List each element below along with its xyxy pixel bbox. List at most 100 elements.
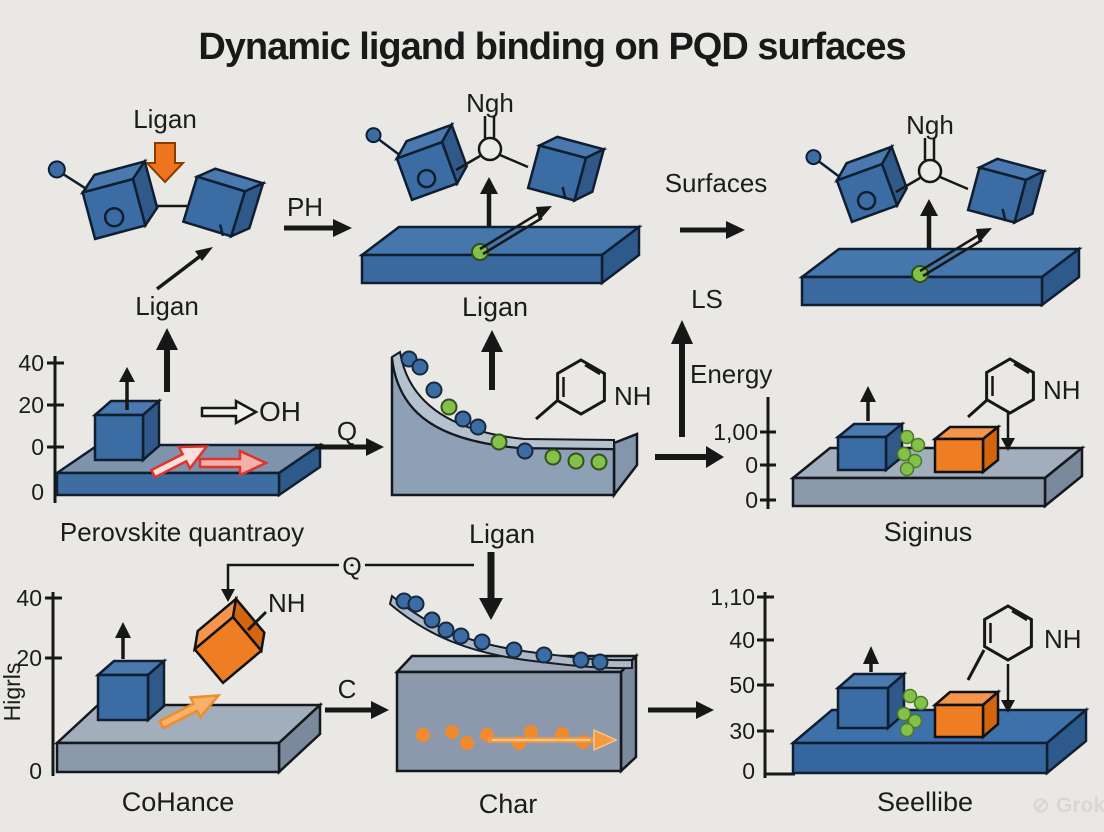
ph-label: PH bbox=[287, 192, 323, 222]
y-tick: 1,10 bbox=[710, 584, 755, 610]
orange-cube-tilted bbox=[192, 595, 266, 685]
panel-pqd: 40 20 0 0 bbox=[18, 328, 325, 547]
oh-label: OH bbox=[259, 396, 301, 427]
qd-cube-left bbox=[47, 158, 159, 241]
panel-caption: Char bbox=[479, 789, 538, 819]
y-tick: 0 bbox=[745, 452, 758, 478]
ligand-down-arrow bbox=[1001, 412, 1015, 451]
oh-outline-arrow bbox=[200, 398, 259, 426]
orange-cube bbox=[931, 424, 1002, 475]
gray-slab bbox=[53, 702, 324, 775]
surfaces-label: Surfaces bbox=[665, 168, 768, 198]
q-label: Q bbox=[342, 553, 361, 581]
y-axis-label: Higrls bbox=[0, 663, 25, 722]
qd-cube bbox=[94, 658, 168, 723]
panel-bound-surface: Ngh LS bbox=[691, 110, 1079, 314]
nh-label: NH bbox=[1043, 375, 1081, 405]
q-label: Q bbox=[337, 416, 357, 446]
energy-axis-arrow bbox=[655, 320, 724, 468]
y-tick: 1,00 bbox=[713, 419, 758, 445]
green-cluster bbox=[896, 688, 929, 738]
qd-cube-right bbox=[181, 167, 267, 239]
y-tick: 40 bbox=[16, 585, 42, 611]
panel-caption: Ligan bbox=[462, 292, 528, 322]
y-tick: 0 bbox=[31, 434, 44, 460]
char-box bbox=[394, 652, 639, 774]
y-tick: 0 bbox=[29, 758, 42, 784]
y-axis: 1,00 0 0 bbox=[713, 397, 776, 513]
red-horizontal-arrow bbox=[198, 449, 269, 477]
y-axis: 40 20 0 Higrls bbox=[0, 585, 62, 784]
qd-cube bbox=[834, 421, 906, 473]
ramp-dots bbox=[395, 592, 609, 671]
methyl-bond bbox=[966, 649, 986, 681]
ligand-pointer-arrow bbox=[155, 247, 213, 291]
ls-label: LS bbox=[691, 284, 723, 314]
flow-arrow-to-seellibe bbox=[648, 701, 714, 719]
row-link-down-arrow bbox=[479, 552, 503, 620]
qd-cube bbox=[834, 671, 908, 731]
bound-ligand-structure bbox=[802, 124, 1079, 305]
ligand-down-arrow bbox=[1001, 664, 1015, 713]
bound-ligand-structure bbox=[362, 102, 639, 283]
green-cluster bbox=[896, 429, 926, 477]
ligand-label-top: Ligan bbox=[133, 104, 197, 134]
flow-arrow-q-bottom: Q bbox=[221, 549, 474, 602]
nh-label: NH bbox=[614, 381, 652, 411]
y-tick: 40 bbox=[18, 350, 44, 376]
ligand-label-bottom: Ligan bbox=[135, 291, 199, 321]
panel-seellibe: 1,10 40 50 30 0 bbox=[710, 584, 1090, 817]
benzene-ring bbox=[983, 604, 1033, 662]
y-tick: 40 bbox=[729, 627, 755, 653]
orange-diagonal-arrow bbox=[157, 694, 222, 730]
figure-title: Dynamic ligand binding on PQD surfaces bbox=[198, 26, 906, 68]
panel-caption: Seellibe bbox=[877, 787, 973, 817]
y-tick: 0 bbox=[745, 487, 758, 513]
panel-dissociation: Ligan Ligan bbox=[47, 104, 267, 321]
nh-label: NH bbox=[268, 588, 306, 618]
panel-caption: Siginus bbox=[884, 517, 973, 547]
ngh-label: Ngh bbox=[466, 88, 514, 118]
y-tick: 20 bbox=[18, 392, 44, 418]
panel-caption: Perovskite quantraoy bbox=[60, 517, 304, 547]
cube-up-arrow bbox=[115, 622, 131, 659]
c-label: C bbox=[338, 674, 357, 704]
ligand-dots bbox=[400, 350, 608, 471]
y-tick: 30 bbox=[729, 718, 755, 744]
ngh-label: Ngh bbox=[906, 110, 954, 140]
watermark-text: Grok bbox=[1056, 794, 1104, 817]
cube-up-arrow bbox=[860, 386, 876, 421]
cube-up-arrow bbox=[863, 646, 879, 672]
flow-arrow-q-top: Q bbox=[315, 416, 384, 456]
orange-cube bbox=[931, 689, 1002, 740]
benzene-ring bbox=[985, 357, 1035, 415]
methyl-bond bbox=[535, 398, 559, 421]
panel-cohance: 40 20 0 Higrls bbox=[0, 585, 324, 817]
y-tick: 20 bbox=[16, 645, 42, 671]
nh-bond bbox=[246, 610, 268, 632]
orange-down-arrow bbox=[144, 142, 186, 184]
panel-caption: CoHance bbox=[122, 787, 235, 817]
y-axis: 1,10 40 50 30 0 bbox=[710, 584, 795, 784]
panel-ligand-curve: NH Ligan bbox=[390, 330, 652, 620]
flow-arrow-ph: PH bbox=[284, 192, 352, 237]
flow-arrow-c: C bbox=[325, 674, 389, 719]
flow-arrow-surfaces: Surfaces bbox=[665, 168, 768, 239]
y-tick: 50 bbox=[729, 672, 755, 698]
benzene-ring bbox=[556, 358, 606, 416]
y-tick: 0 bbox=[31, 479, 44, 505]
methyl-bond bbox=[966, 398, 989, 419]
panel-char: Char bbox=[388, 592, 639, 819]
y-axis: 40 20 0 0 bbox=[18, 350, 64, 505]
watermark-logo-icon: ⊘ bbox=[1032, 794, 1050, 817]
charge-transport-arrow bbox=[488, 728, 618, 752]
panel-caption: Ligan bbox=[469, 519, 535, 549]
red-diagonal-arrow bbox=[149, 445, 210, 479]
row-link-up-arrow bbox=[156, 328, 178, 392]
cube-up-arrow bbox=[119, 367, 135, 410]
y-tick: 0 bbox=[742, 758, 755, 784]
energy-label: Energy bbox=[690, 359, 772, 389]
panel-binding: Ngh Ligan bbox=[362, 88, 639, 322]
